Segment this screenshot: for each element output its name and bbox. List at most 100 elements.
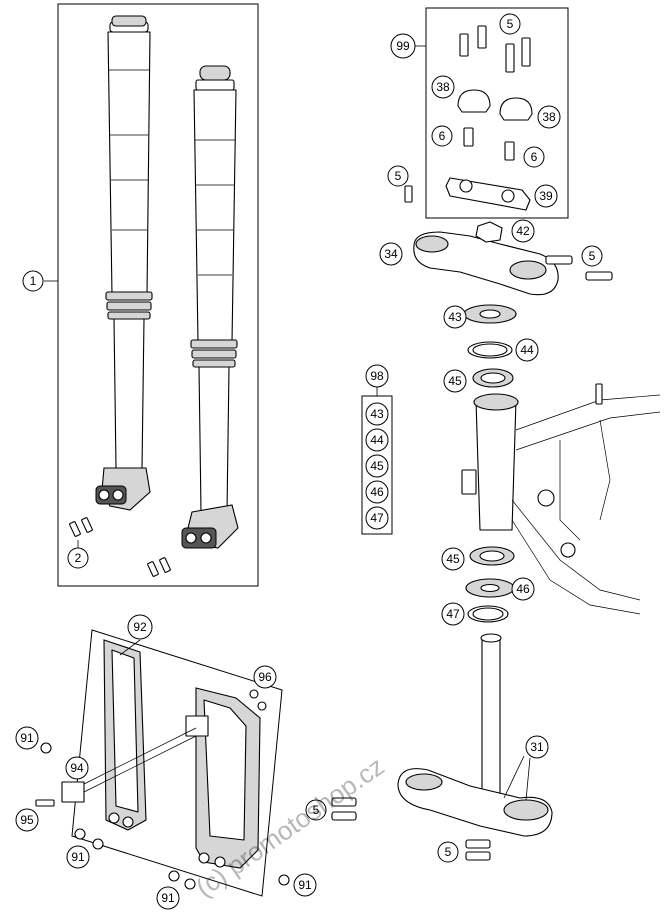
svg-text:46: 46 [370,485,384,499]
fork-group-frame [57,3,259,587]
pinch-bolts-lower-right [465,839,491,861]
svg-text:98: 98 [370,369,384,383]
fork-leg-left [95,15,153,511]
svg-text:92: 92 [133,620,147,634]
callout-5: 5 [581,245,603,267]
callout-94: 94 [65,756,89,780]
svg-text:45: 45 [448,374,462,388]
bolt-pair-2 [69,517,93,537]
bearing-stack-lower [465,546,515,623]
pinch-bolt [585,271,613,281]
clamp-bolt [521,37,531,67]
svg-text:43: 43 [370,407,384,421]
callout-5: 5 [499,13,521,35]
callout-2: 2 [67,547,89,569]
clamp-bolt [459,33,469,57]
short-bolt [463,127,474,147]
callout-45: 45 [441,547,465,571]
callout-47: 47 [441,602,465,626]
svg-text:6: 6 [531,150,538,164]
pinch-bolt [545,255,573,265]
svg-text:45: 45 [370,459,384,473]
svg-text:94: 94 [70,761,84,775]
clamp-base [445,177,531,211]
clamp-bolt [505,43,515,73]
callout-43: 43 [443,305,467,329]
svg-text:91: 91 [161,891,175,905]
svg-text:47: 47 [370,511,384,525]
callout-38: 38 [431,75,455,99]
callout-34: 34 [379,242,403,266]
frame-headstock [461,383,661,615]
guard-screw [278,874,290,886]
handlebar-clamp-group [415,7,569,219]
lower-triple-clamp [331,633,553,861]
clamp-bolt [477,25,487,49]
svg-text:6: 6 [439,129,446,143]
svg-text:31: 31 [530,740,544,754]
svg-text:96: 96 [258,670,272,684]
svg-text:91: 91 [20,731,34,745]
callout-91: 91 [293,873,317,897]
svg-text:91: 91 [71,850,85,864]
svg-text:95: 95 [20,813,34,827]
svg-text:99: 99 [396,39,410,53]
clamp-group-frame [425,7,569,219]
guard-washer [249,689,259,699]
callout-6: 6 [523,146,545,168]
guard-clip-94 [61,781,85,803]
steering-nut [475,221,503,243]
guard-bracket [185,715,209,737]
svg-text:42: 42 [516,224,530,238]
svg-text:45: 45 [446,552,460,566]
pinch-bolts-lower-left [331,797,357,821]
fork-leg-right [181,65,239,549]
bolt-pair-lower [147,557,171,577]
kit-item: 47 [365,506,389,530]
kit-item: 46 [365,480,389,504]
kit-item: 44 [365,428,389,452]
guard-screw [40,742,52,754]
svg-text:5: 5 [445,845,452,859]
callout-44: 44 [515,338,539,362]
callout-95: 95 [15,808,39,832]
svg-text:34: 34 [384,247,398,261]
callout-5: 5 [437,841,459,863]
svg-text:44: 44 [370,433,384,447]
callout-91: 91 [156,886,180,910]
svg-text:43: 43 [448,310,462,324]
svg-text:5: 5 [589,249,596,263]
svg-text:39: 39 [539,189,553,203]
callout-5: 5 [305,799,327,821]
clamp-top-right [499,97,533,121]
kit-item: 43 [365,402,389,426]
upper-triple-clamp [413,221,613,296]
svg-text:38: 38 [542,110,556,124]
fork-guard-group [35,629,290,897]
svg-text:5: 5 [395,169,402,183]
guard-screw [168,870,180,882]
callout-92: 92 [127,614,153,640]
callout-31: 31 [525,735,549,759]
callout-96: 96 [253,665,277,689]
callout-98: 98 [365,364,389,388]
short-bolt [504,141,515,161]
svg-text:44: 44 [520,343,534,357]
svg-text:47: 47 [446,607,460,621]
svg-text:46: 46 [516,582,530,596]
guard-screw [92,838,104,850]
svg-text:5: 5 [507,17,514,31]
steering-stem [481,635,501,797]
fork-group [44,3,259,587]
svg-text:5: 5 [313,803,320,817]
guard-screw [184,878,196,890]
callout-99: 99 [390,33,416,59]
kit-98-list: 43 44 45 46 47 [365,402,389,530]
callout-91: 91 [66,845,90,869]
callout-91: 91 [15,726,39,750]
kit-item: 45 [365,454,389,478]
callout-39: 39 [534,184,558,208]
guard-screw [74,828,86,840]
